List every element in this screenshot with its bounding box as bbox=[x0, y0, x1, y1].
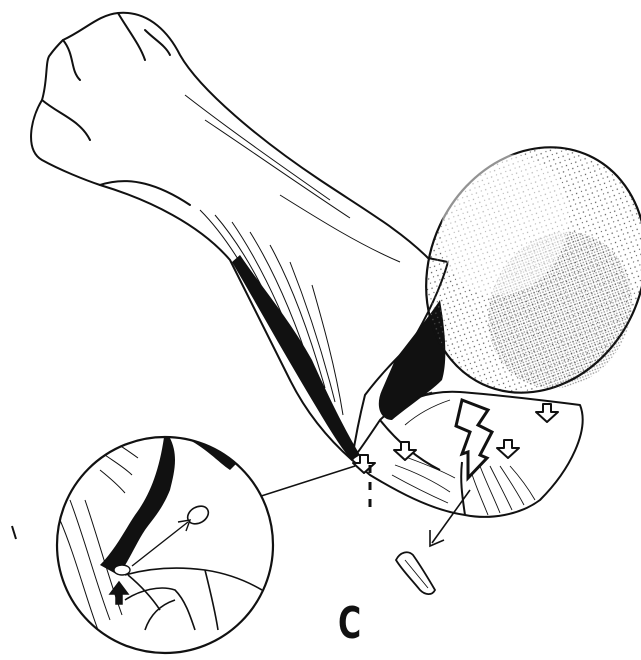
inset-pointer-line bbox=[255, 466, 355, 498]
inset-fragment-tip bbox=[114, 565, 130, 575]
shaft-shadow bbox=[232, 255, 360, 460]
stray-mark bbox=[12, 526, 16, 539]
panel-label: C bbox=[338, 602, 361, 646]
fragment-drift-arrow bbox=[430, 490, 470, 546]
magnified-inset bbox=[57, 425, 273, 653]
shaft-hatching bbox=[185, 95, 400, 415]
